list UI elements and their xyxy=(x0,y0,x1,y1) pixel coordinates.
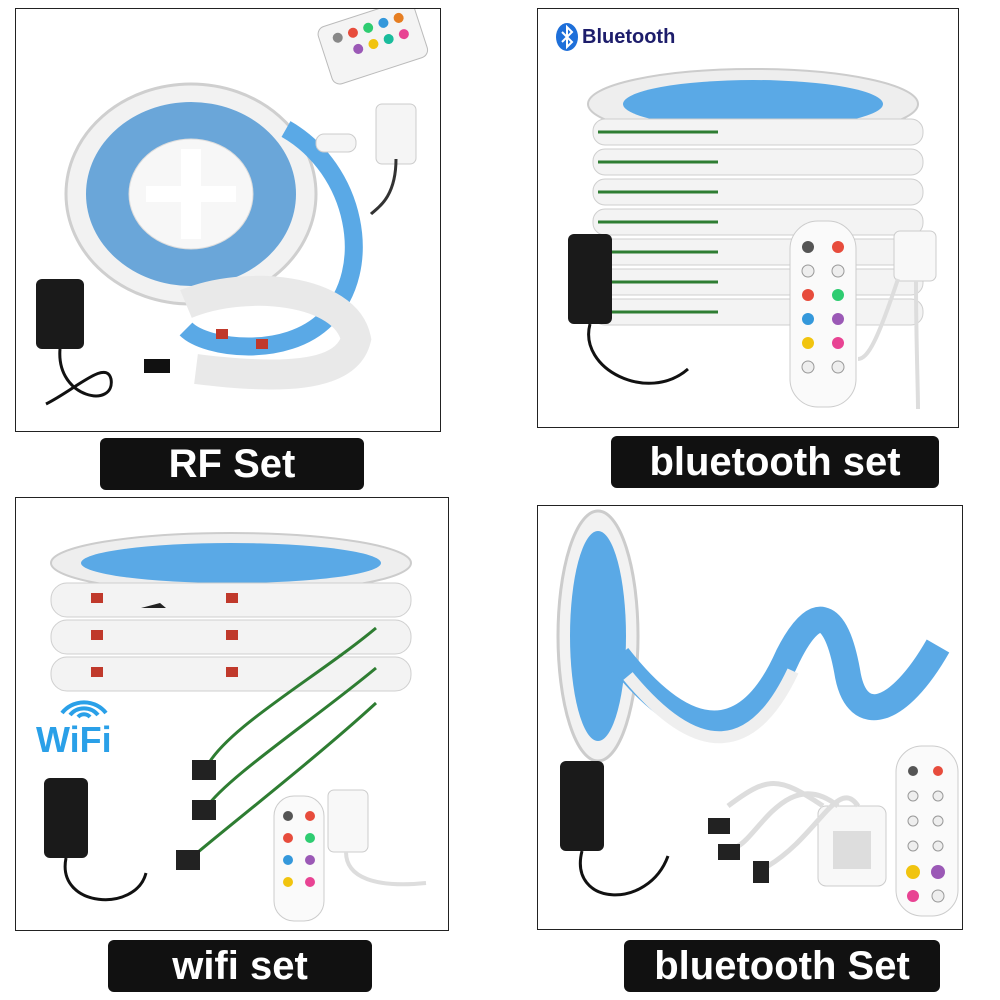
wifi-set-photo: WiFi xyxy=(15,497,449,931)
rf-set-label: RF Set xyxy=(100,438,364,490)
bluetooth-badge-text: Bluetooth xyxy=(582,25,676,48)
wifi-icon xyxy=(60,700,108,719)
bluetooth-badge: Bluetooth xyxy=(556,23,675,51)
bluetooth-set-photo-2 xyxy=(537,505,963,930)
bluetooth-icon xyxy=(556,23,578,51)
wifi-set-label: wifi set xyxy=(108,940,372,992)
wifi-badge: WiFi xyxy=(36,693,114,761)
bluetooth-set-label-2: bluetooth Set xyxy=(624,940,940,992)
bluetooth-set-photo-1: Bluetooth xyxy=(537,8,959,428)
rf-set-photo xyxy=(15,8,441,432)
bluetooth-set-label-1: bluetooth set xyxy=(611,436,939,488)
wifi-badge-text: WiFi xyxy=(36,719,112,760)
